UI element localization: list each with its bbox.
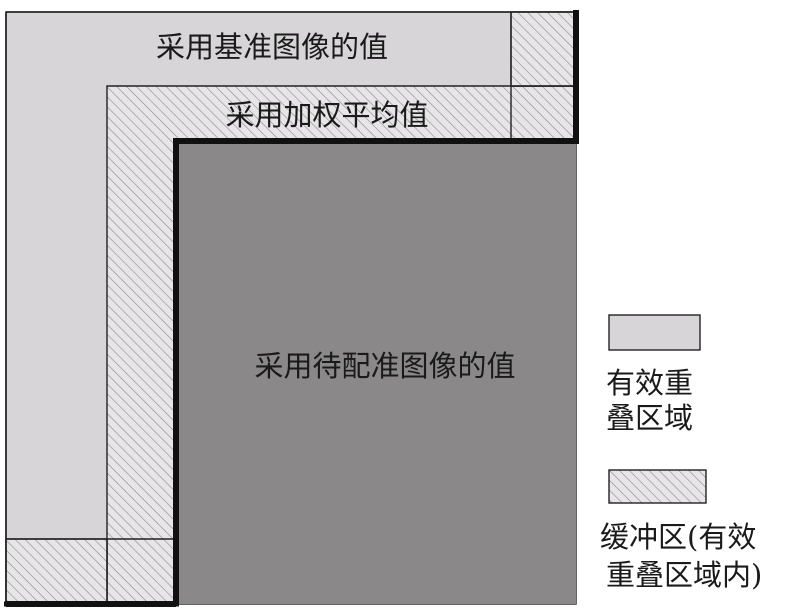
base-image-label: 采用基准图像的值 <box>156 30 388 64</box>
legend-buffer-text-line1: 缓冲区(有效 <box>600 520 757 554</box>
legend-buffer-swatch <box>608 469 707 504</box>
legend-buffer-text-line2: 重叠区域内) <box>606 558 763 592</box>
legend-overlap-text-line2: 叠区域 <box>606 401 694 435</box>
image-to-register-label: 采用待配准图像的值 <box>254 349 515 383</box>
legend-overlap-text-line1: 有效重 <box>606 366 694 400</box>
buffer-corner-bottom-left <box>5 538 108 605</box>
legend-overlap-swatch <box>608 314 701 351</box>
image-to-register-region <box>176 141 576 604</box>
weighted-average-label: 采用加权平均值 <box>225 98 428 132</box>
buffer-corner-top-right <box>510 11 577 87</box>
